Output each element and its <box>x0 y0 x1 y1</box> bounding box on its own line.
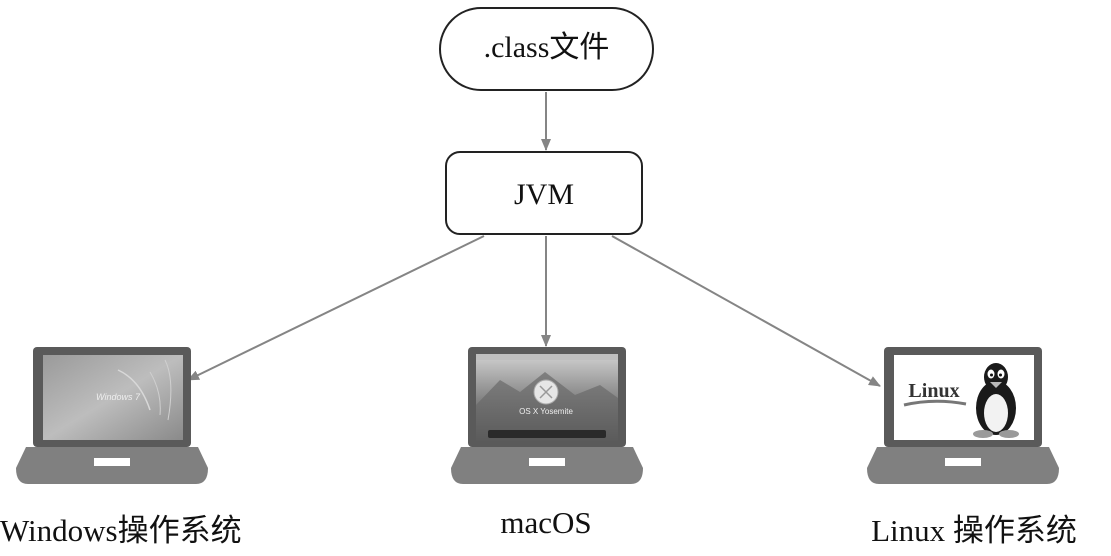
class-file-label: .class文件 <box>484 31 610 64</box>
windows-screen-logo-text: Windows 7 <box>96 392 141 402</box>
macos-caption: macOS <box>500 505 592 540</box>
tux-penguin-icon <box>973 363 1019 438</box>
jvm-node: JVM <box>445 151 643 235</box>
linux-touchpad <box>945 458 981 466</box>
windows-touchpad <box>94 458 130 466</box>
linux-laptop: Linux <box>867 347 1059 484</box>
linux-logo-text: Linux <box>908 380 959 402</box>
linux-caption: Linux 操作系统 <box>871 513 1077 548</box>
macos-touchpad <box>529 458 565 466</box>
macos-dock <box>488 430 606 438</box>
macos-laptop: OS X Yosemite <box>451 347 643 484</box>
macos-screen-text: OS X Yosemite <box>519 407 573 416</box>
windows-caption: Windows操作系统 <box>0 513 242 548</box>
arrow-jvm-to-windows <box>187 235 485 381</box>
class-file-node: .class文件 <box>439 7 654 91</box>
windows-laptop: Windows 7 <box>16 347 208 484</box>
jvm-label: JVM <box>514 178 574 211</box>
arrow-jvm-to-linux <box>611 235 881 387</box>
